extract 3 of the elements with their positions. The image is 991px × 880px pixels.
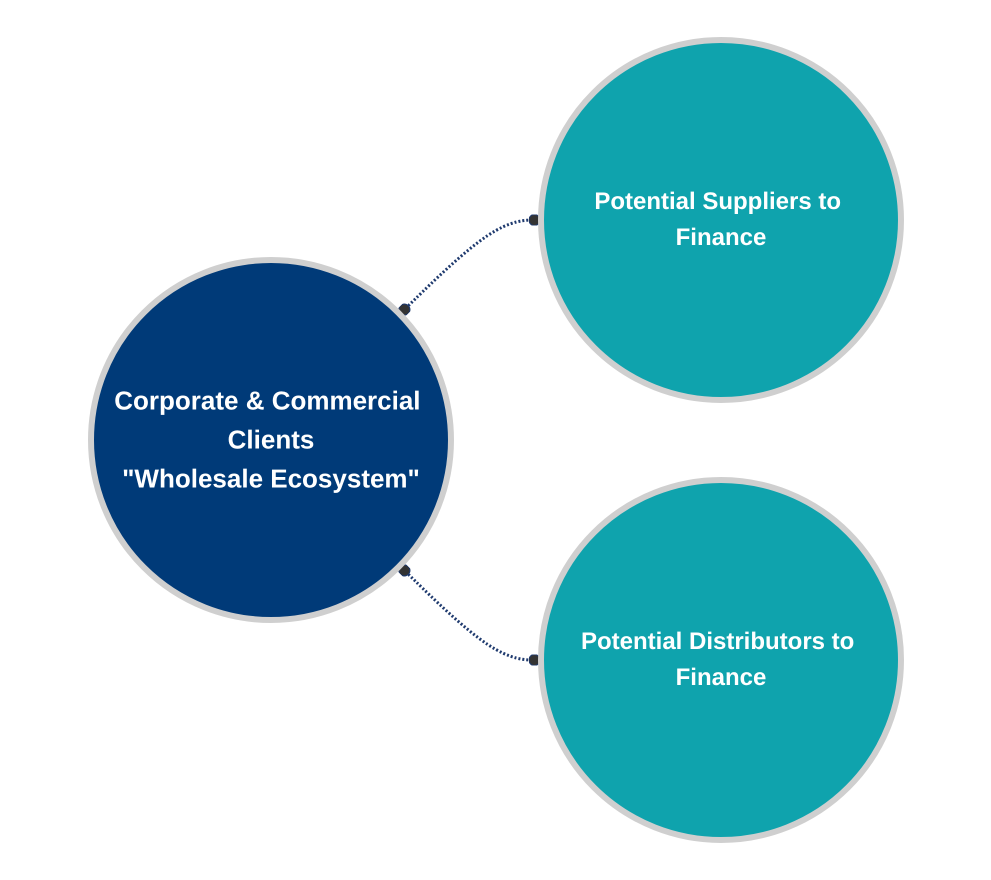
node-circle: Potential Distributors to Finance [538, 477, 904, 843]
node-circle: Corporate & Commercial Clients "Wholesale Ecosystem" [88, 257, 454, 623]
node-circle: Potential Suppliers to Finance [538, 37, 904, 403]
